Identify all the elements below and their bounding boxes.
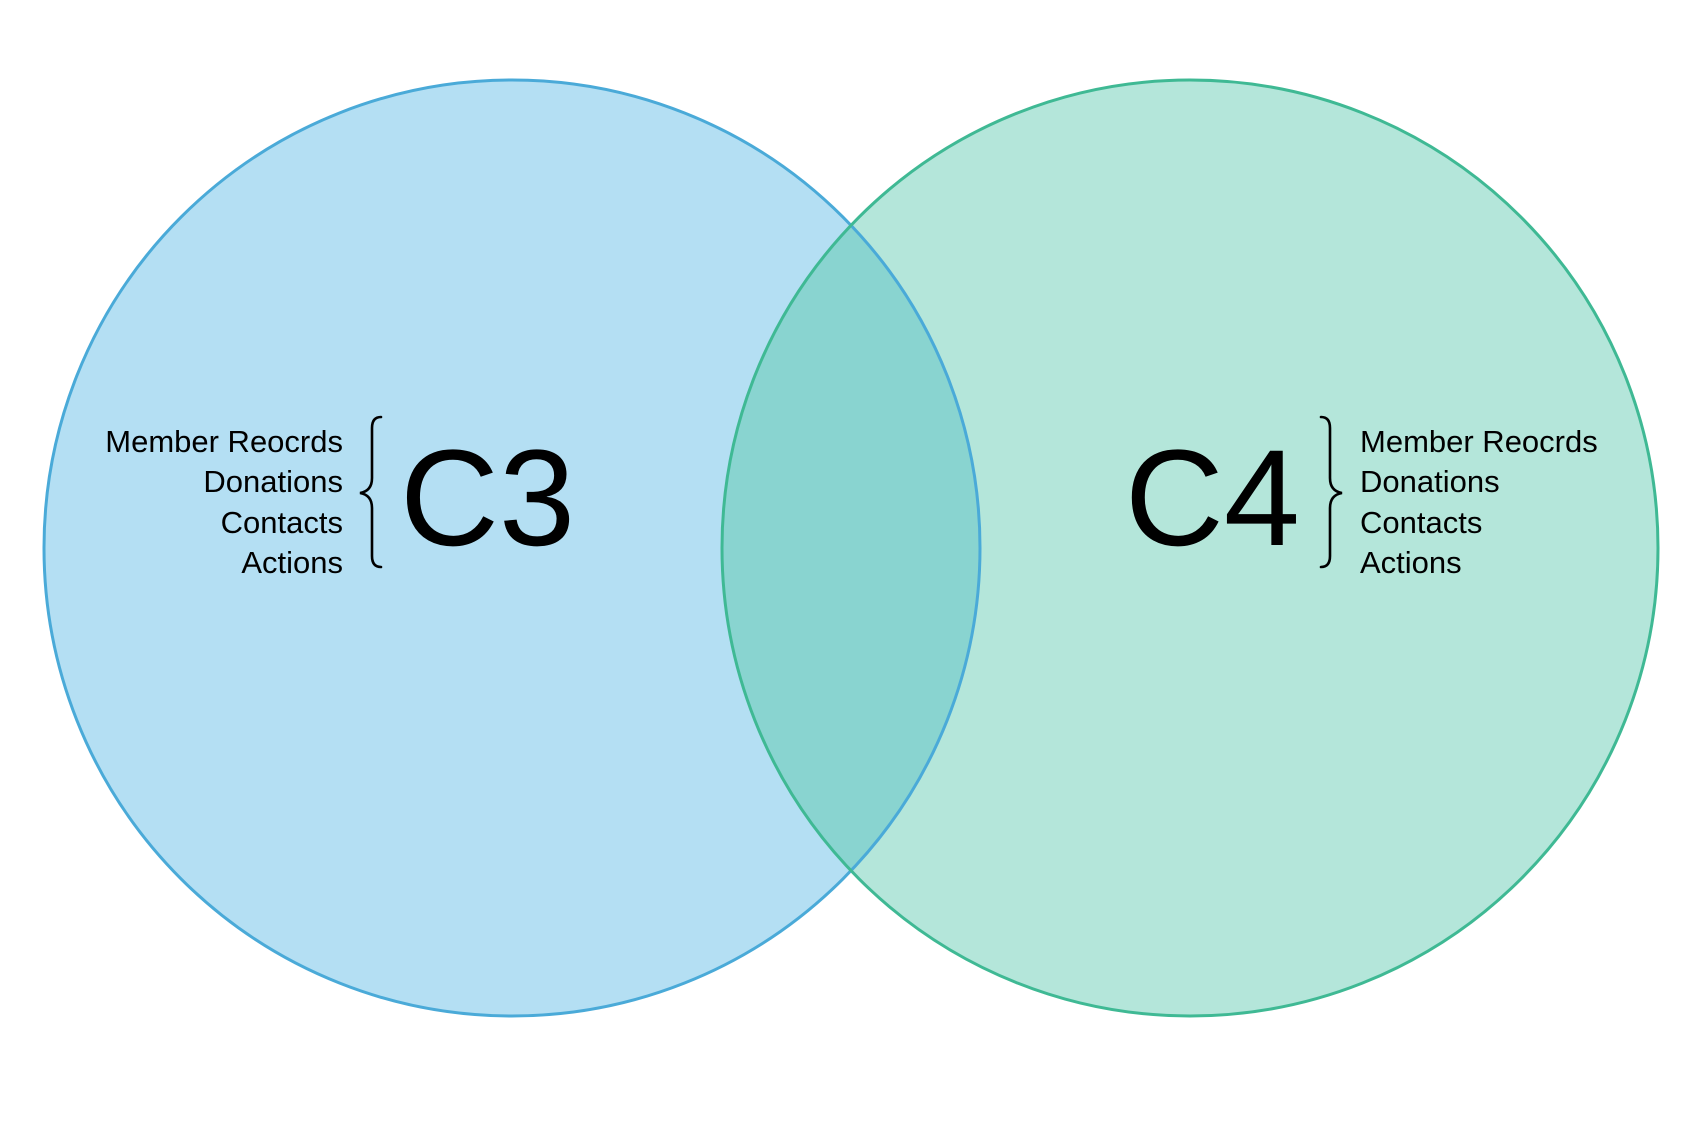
circle-c4 <box>722 80 1658 1016</box>
c3-item: Member Reocrds <box>105 424 343 459</box>
c4-item: Donations <box>1360 464 1500 499</box>
circle-c3-outline <box>42 78 982 1018</box>
c3-item: Contacts <box>221 505 343 540</box>
left-curly-brace-icon <box>359 415 383 569</box>
set-label-c3: C3 <box>400 422 575 575</box>
c3-item-list: Member Reocrds Donations Contacts Action… <box>105 424 343 580</box>
c4-item: Contacts <box>1360 505 1482 540</box>
c4-item-list: Member Reocrds Donations Contacts Action… <box>1360 424 1598 580</box>
right-curly-brace-icon <box>1319 415 1343 569</box>
c3-item: Actions <box>241 545 343 580</box>
set-label-c4: C4 <box>1125 422 1300 575</box>
c4-item: Actions <box>1360 545 1462 580</box>
circle-c4-outline <box>720 78 1660 1018</box>
c3-item: Donations <box>203 464 343 499</box>
circle-c3 <box>44 80 980 1016</box>
c4-item: Member Reocrds <box>1360 424 1598 459</box>
